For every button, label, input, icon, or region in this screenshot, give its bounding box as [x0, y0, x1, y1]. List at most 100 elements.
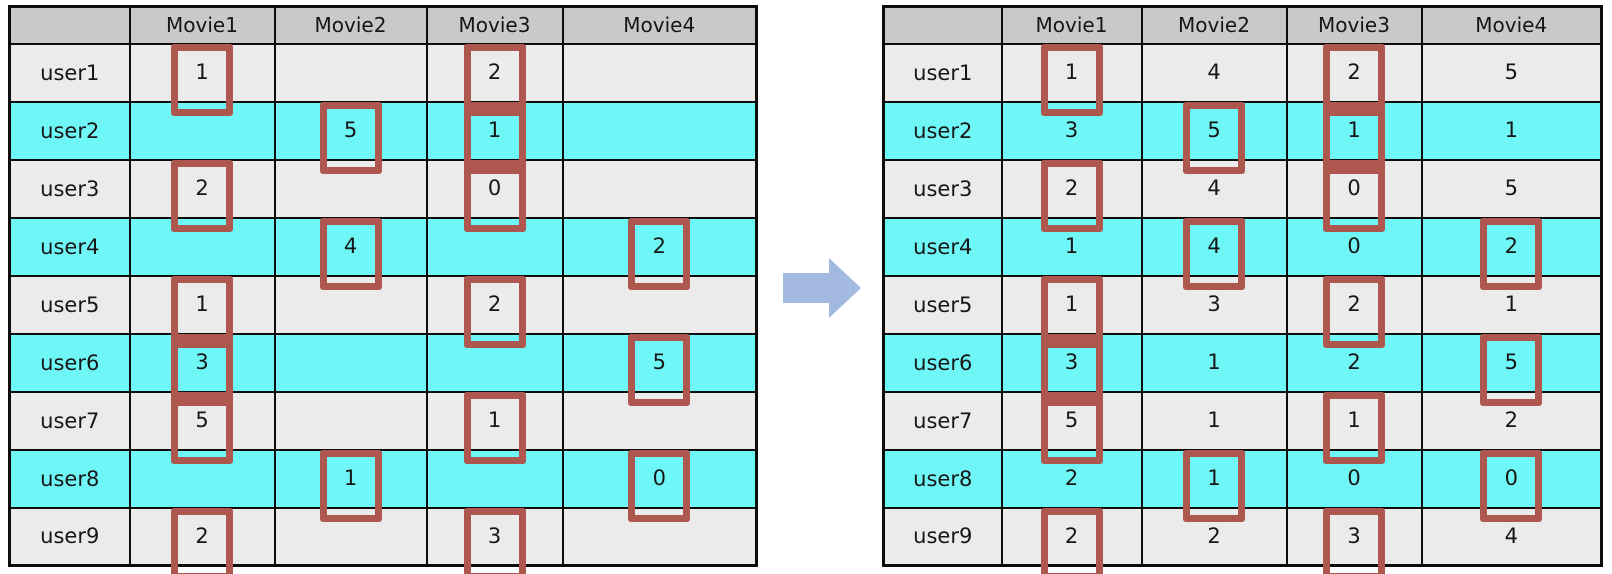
rating-cell: 4: [1140, 42, 1288, 103]
row-label: user9: [882, 506, 1003, 567]
rating-value: 4: [1207, 60, 1221, 84]
row-label: user8: [882, 448, 1003, 509]
rating-cell: [273, 390, 428, 451]
row-label: user7: [8, 390, 131, 451]
rating-value: 5: [1504, 176, 1518, 200]
row-label: user1: [882, 42, 1003, 103]
table-row: user8 1 0: [8, 448, 758, 522]
column-header: Movie3: [425, 5, 564, 45]
rating-value: 1: [1064, 292, 1079, 316]
rating-cell: 3: [1000, 100, 1143, 161]
rating-value: 2: [1347, 292, 1361, 316]
rating-value: 1: [1504, 118, 1518, 142]
rating-cell: 5: [128, 390, 276, 464]
table-row: user7 5 1: [8, 390, 758, 464]
rating-cell: 3: [128, 332, 276, 406]
rating-cell: 2: [1000, 158, 1143, 232]
rating-value: 5: [1504, 350, 1518, 374]
rating-value: 0: [1504, 466, 1518, 490]
rating-cell: 2: [425, 274, 564, 348]
rating-cell: 3: [1140, 274, 1288, 335]
rating-cell: 2: [1420, 216, 1603, 290]
row-label: user9: [8, 506, 131, 567]
rating-value: 3: [195, 350, 209, 374]
rating-cell: 1: [1140, 390, 1288, 451]
rating-cell: [273, 506, 428, 567]
rating-value: 3: [1207, 292, 1221, 316]
rating-cell: [128, 100, 276, 161]
rating-value: 1: [487, 408, 502, 432]
rating-value: 5: [343, 118, 358, 142]
rating-cell: 4: [1420, 506, 1603, 567]
rating-value: 5: [652, 350, 666, 374]
rating-cell: 5: [273, 100, 428, 174]
row-label: user8: [8, 448, 131, 509]
rating-value: 2: [195, 176, 209, 200]
row-label: user1: [8, 42, 131, 103]
rating-cell: 2: [1285, 42, 1423, 116]
rating-cell: 0: [1285, 216, 1423, 277]
rating-value: 2: [1064, 523, 1079, 548]
column-header: Movie1: [128, 5, 276, 45]
row-label: user7: [882, 390, 1003, 451]
rating-value: 1: [1207, 350, 1221, 374]
rating-cell: [561, 158, 758, 219]
rating-value: 0: [1347, 176, 1361, 200]
rating-cell: [561, 274, 758, 335]
rating-cell: 4: [1140, 216, 1288, 290]
rating-cell: 5: [561, 332, 758, 406]
corner-cell: [882, 5, 1003, 45]
rating-cell: [425, 216, 564, 277]
rating-cell: 2: [128, 158, 276, 232]
rating-value: 4: [343, 234, 358, 258]
rating-value: 2: [1347, 60, 1361, 84]
corner-cell: [8, 5, 131, 45]
row-label: user4: [8, 216, 131, 277]
rating-cell: 5: [1000, 390, 1143, 464]
rating-value: 2: [1064, 466, 1079, 490]
rating-cell: 1: [1000, 216, 1143, 277]
rating-value: 2: [487, 292, 502, 316]
rating-value: 0: [1347, 234, 1361, 258]
rating-cell: 1: [273, 448, 428, 522]
rating-value: 2: [1207, 523, 1221, 548]
rating-cell: 0: [1420, 448, 1603, 522]
rating-cell: 5: [1420, 42, 1603, 103]
rating-value: 2: [1504, 408, 1518, 432]
column-header: Movie3: [1285, 5, 1423, 45]
rating-value: 2: [1347, 350, 1361, 374]
rating-cell: 5: [1420, 332, 1603, 406]
rating-value: 5: [1504, 60, 1518, 84]
rating-value: 5: [195, 408, 209, 432]
rating-cell: 2: [128, 506, 276, 574]
rating-value: 4: [1504, 523, 1518, 548]
rating-value: 3: [487, 523, 502, 548]
rating-cell: [273, 158, 428, 219]
rating-value: 0: [652, 466, 666, 490]
rating-cell: 1: [1420, 100, 1603, 161]
rating-cell: 2: [425, 42, 564, 116]
rating-cell: 5: [1420, 158, 1603, 219]
rating-cell: 1: [1285, 390, 1423, 464]
rating-cell: 2: [1140, 506, 1288, 567]
rating-value: 2: [1504, 234, 1518, 258]
rating-cell: [425, 332, 564, 393]
row-label: user4: [882, 216, 1003, 277]
rating-value: 3: [1064, 118, 1079, 142]
row-label: user2: [8, 100, 131, 161]
rating-cell: 0: [1285, 158, 1423, 232]
rating-cell: 1: [1000, 274, 1143, 348]
rating-value: 3: [1064, 350, 1079, 374]
rating-cell: [561, 506, 758, 567]
rating-cell: 1: [1140, 448, 1288, 522]
rating-value: 2: [1064, 176, 1079, 200]
